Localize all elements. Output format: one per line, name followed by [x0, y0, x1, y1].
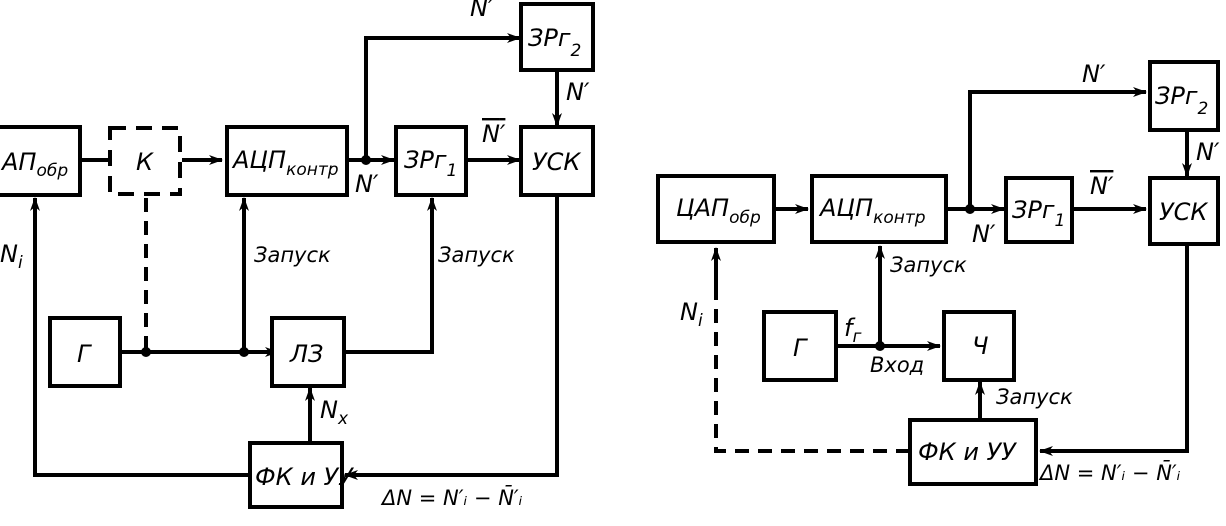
label-ni-reg2: N′	[566, 78, 590, 106]
junction-dot	[965, 204, 975, 214]
label-ni-prime: N′	[972, 220, 996, 248]
block-adc	[810, 174, 948, 244]
block-delay	[270, 316, 346, 388]
label-ni-prime: N′	[355, 170, 379, 198]
block-adc-label: АЦПконтр	[231, 146, 339, 180]
block-fk	[248, 441, 344, 509]
block-dac-left	[0, 125, 82, 197]
junction-dot	[141, 347, 151, 357]
block-gen	[762, 310, 838, 382]
dashed-wire-fk-dac	[714, 276, 910, 453]
block-gen-label: Г	[77, 340, 92, 368]
block-k-label: К	[136, 148, 154, 176]
block-dac	[656, 174, 776, 244]
block-gen-label: Г	[793, 334, 808, 362]
right-diagram: ЦАПобр АЦПконтр ЗРг1 ЗРг2 УСК Г Ч ФК и У…	[656, 60, 1220, 486]
label-start-reg1: Запуск	[438, 243, 515, 267]
block-adc	[225, 125, 349, 197]
left-diagram: АПобр К АЦПконтр ЗРг1 ЗРг2 УСК Г ЛЗ ФК и…	[0, 0, 595, 510]
block-reg1-label: ЗРг1	[1012, 196, 1065, 231]
block-reg1	[394, 125, 468, 197]
label-delta-n: ΔN = N′ᵢ − N̄′ᵢ	[1038, 460, 1181, 485]
label-start-counter: Запуск	[996, 385, 1073, 409]
block-gen	[48, 316, 122, 388]
wire-usk-fk	[344, 196, 559, 480]
wire-branch-reg2	[364, 33, 521, 160]
wire-branch-reg2	[968, 87, 1147, 209]
block-fk-label: ФК и УУ	[918, 438, 1017, 466]
wire-fk-dac	[30, 197, 250, 477]
label-start-adc: Запуск	[890, 253, 967, 277]
label-ni-prime-top: N′	[1082, 60, 1106, 88]
wire-delay-reg1	[345, 197, 437, 354]
label-delta-n: ΔN = N′ᵢ − N̄′ᵢ	[380, 485, 523, 510]
label-start-adc: Запуск	[254, 243, 331, 267]
block-reg2	[1148, 60, 1220, 132]
block-counter	[942, 310, 1016, 382]
block-k	[108, 126, 182, 196]
label-ni-reg2: N′	[1196, 138, 1220, 166]
label-nx: Nx	[320, 396, 349, 429]
junction-dot	[361, 155, 371, 165]
block-reg2-label: ЗРг2	[1155, 82, 1208, 119]
label-ni-prime-top: N′	[470, 0, 494, 22]
block-usk	[1148, 176, 1220, 246]
block-counter-label: Ч	[972, 332, 988, 360]
block-fk	[908, 418, 1038, 486]
block-dac-label: ЦАПобр	[676, 194, 761, 228]
label-input: Вход	[870, 353, 924, 377]
label-ni-left: Ni	[680, 298, 703, 331]
label-ni-bar: N′	[482, 120, 506, 148]
block-adc-label: АЦПконтр	[818, 194, 926, 228]
block-reg2	[519, 2, 595, 72]
block-reg1	[1004, 176, 1074, 244]
block-usk	[519, 125, 595, 197]
block-reg1-label: ЗРг1	[404, 146, 457, 181]
label-ni-left: Ni	[0, 240, 23, 273]
block-usk-label: УСК	[532, 148, 581, 176]
block-delay-label: ЛЗ	[289, 340, 323, 368]
wire-usk-fk	[1039, 244, 1189, 456]
block-dac-label: АПобр	[0, 148, 68, 181]
block-reg2-label: ЗРг2	[528, 24, 581, 61]
block-usk-label: УСК	[1159, 198, 1208, 226]
block-fk-label: ФК и УУ	[255, 463, 354, 491]
label-fg: fг	[844, 314, 861, 347]
label-ni-bar: N′	[1090, 172, 1114, 200]
